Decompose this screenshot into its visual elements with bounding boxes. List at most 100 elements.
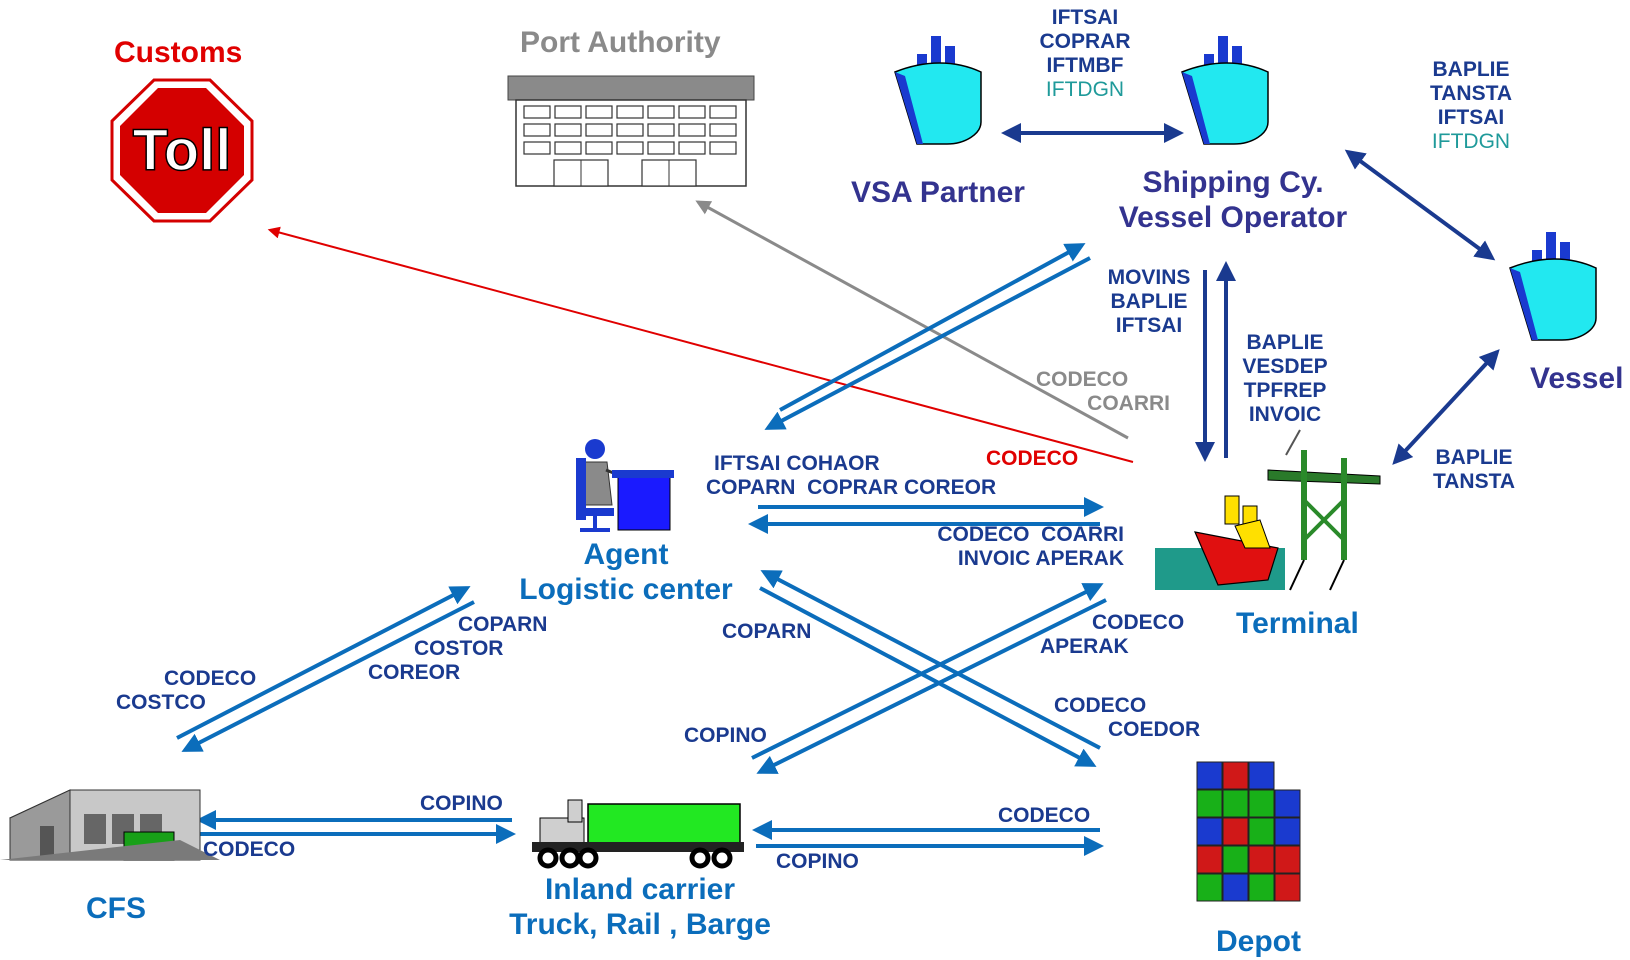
truck-wheel bbox=[559, 847, 581, 869]
msg-agent-to-terminal: IFTSAI COHAOR COPARN COPRAR COREOR bbox=[706, 452, 996, 500]
msg-shipping-vessel: BAPLIE TANSTA IFTSAI IFTDGN bbox=[1416, 58, 1526, 155]
msg-vsa-shipping-0: IFTSAI bbox=[1051, 6, 1119, 29]
arrow-agent-to-depot bbox=[759, 586, 1097, 767]
truck-wheel bbox=[537, 847, 559, 869]
msg-shipping-to-terminal: MOVINS BAPLIE IFTSAI bbox=[1100, 266, 1198, 338]
depot-label: Depot bbox=[1216, 925, 1301, 958]
msg-terminal-to-agent: CODECO COARRI INVOIC APERAK bbox=[900, 523, 1124, 571]
msg-cfs-to-agent: CODECO COSTCO bbox=[116, 667, 256, 715]
msg-cfs-to-agent-0: CODECO bbox=[164, 667, 257, 690]
msg-terminal-port-authority-0: CODECO bbox=[1036, 368, 1129, 391]
depot-container bbox=[1196, 817, 1223, 846]
cfs-warehouse-icon bbox=[0, 789, 220, 861]
msg-terminal-to-shipping-0: BAPLIE bbox=[1246, 331, 1324, 354]
vsa-ship-icon bbox=[894, 36, 982, 145]
building-window bbox=[647, 105, 675, 119]
inland-carrier-label: Inland carrier Truck, Rail , Barge bbox=[480, 873, 800, 942]
depot-container bbox=[1222, 761, 1249, 790]
msg-terminal-customs: CODECO bbox=[986, 447, 1079, 470]
msg-shipping-to-terminal-1: BAPLIE bbox=[1110, 290, 1188, 314]
building-window bbox=[585, 141, 613, 155]
port-authority-building-icon bbox=[507, 75, 755, 187]
depot-container bbox=[1248, 761, 1275, 790]
building-window bbox=[709, 141, 737, 155]
building-window bbox=[678, 123, 706, 137]
shipping-company-line1: Shipping Cy. bbox=[1142, 166, 1324, 199]
depot-container bbox=[1248, 817, 1275, 846]
shipping-company-line2: Vessel Operator bbox=[1118, 200, 1348, 234]
vessel-label: Vessel bbox=[1530, 362, 1624, 395]
msg-terminal-vessel-1: TANSTA bbox=[1432, 470, 1516, 494]
arrow-shipping-vessel bbox=[1344, 149, 1496, 261]
msg-inland-to-cfs: COPINO bbox=[420, 792, 503, 815]
truck-wheel bbox=[711, 847, 733, 869]
agent-line1: Agent bbox=[583, 538, 669, 571]
depot-container bbox=[1196, 789, 1223, 818]
arrow-depot-to-agent bbox=[760, 570, 1101, 750]
cfs-label: CFS bbox=[86, 892, 146, 925]
depot-container bbox=[1274, 817, 1301, 846]
msg-inland-to-depot: COPINO bbox=[776, 850, 859, 873]
msg-agent-to-cfs: COPARN COSTOR COREOR bbox=[368, 613, 547, 685]
arrow-cfs-to-agent bbox=[176, 586, 471, 740]
msg-terminal-to-shipping-2: TPFREP bbox=[1243, 379, 1327, 403]
building-window bbox=[616, 123, 644, 137]
msg-agent-to-cfs-2: COREOR bbox=[368, 661, 461, 685]
building-window bbox=[523, 123, 551, 137]
msg-terminal-vessel: BAPLIE TANSTA bbox=[1424, 446, 1524, 494]
msg-terminal-to-agent-1: INVOIC APERAK bbox=[957, 547, 1124, 571]
building-window bbox=[647, 141, 675, 155]
msg-terminal-to-inland: CODECO APERAK bbox=[1040, 611, 1184, 659]
msg-vsa-shipping-2: IFTMBF bbox=[1046, 54, 1124, 78]
depot-container bbox=[1274, 789, 1301, 818]
msg-cfs-to-inland: CODECO bbox=[203, 838, 296, 861]
msg-depot-to-agent-0: CODECO bbox=[1054, 694, 1147, 717]
truck-wheel bbox=[689, 847, 711, 869]
vessel-ship-icon bbox=[1509, 232, 1597, 341]
msg-depot-to-agent: CODECO COEDOR bbox=[1054, 694, 1200, 742]
building-window bbox=[554, 123, 582, 137]
msg-terminal-vessel-0: BAPLIE bbox=[1435, 446, 1513, 469]
port-authority-label: Port Authority bbox=[520, 26, 721, 59]
msg-terminal-port-authority-1: COARRI bbox=[1087, 392, 1170, 416]
depot-container bbox=[1196, 761, 1223, 790]
toll-sign-icon bbox=[110, 78, 254, 223]
building-window bbox=[709, 105, 737, 119]
msg-terminal-port-authority: CODECO COARRI bbox=[1010, 368, 1170, 416]
vsa-partner-label: VSA Partner bbox=[851, 176, 1025, 209]
depot-container bbox=[1248, 873, 1275, 902]
agent-line2: Logistic center bbox=[519, 572, 733, 606]
msg-shipping-vessel-1: TANSTA bbox=[1429, 82, 1513, 106]
msg-depot-to-agent-1: COEDOR bbox=[1108, 718, 1201, 742]
msg-depot-to-inland: CODECO bbox=[998, 804, 1091, 827]
msg-terminal-to-shipping: BAPLIE VESDEP TPFREP INVOIC bbox=[1234, 331, 1336, 428]
inland-line2: Truck, Rail , Barge bbox=[509, 907, 771, 941]
customs-label: Customs bbox=[114, 36, 243, 69]
agent-logistic-label: Agent Logistic center bbox=[506, 538, 746, 607]
msg-agent-to-terminal-1: COPARN COPRAR COREOR bbox=[706, 476, 997, 500]
depot-container bbox=[1196, 845, 1223, 874]
depot-container bbox=[1274, 873, 1301, 902]
depot-containers-icon bbox=[1196, 761, 1301, 902]
building-window bbox=[709, 123, 737, 137]
msg-vsa-shipping-1: COPRAR bbox=[1039, 30, 1131, 54]
building-window bbox=[616, 141, 644, 155]
building-window bbox=[523, 105, 551, 119]
depot-container bbox=[1248, 789, 1275, 818]
depot-container bbox=[1222, 845, 1249, 874]
arrow-terminal-to-port-authority bbox=[695, 200, 1129, 440]
msg-terminal-to-shipping-3: INVOIC bbox=[1248, 403, 1322, 427]
arrow-agent-to-cfs bbox=[181, 600, 475, 752]
depot-container bbox=[1196, 873, 1223, 902]
msg-agent-to-cfs-0: COPARN bbox=[458, 613, 548, 636]
msg-terminal-to-inland-0: CODECO bbox=[1092, 611, 1185, 634]
arrow-inland-to-terminal bbox=[751, 583, 1104, 760]
arrow-terminal-to-customs bbox=[267, 226, 1134, 463]
msg-vsa-shipping: IFTSAI COPRAR IFTMBF IFTDGN bbox=[1030, 6, 1140, 103]
building-window bbox=[678, 105, 706, 119]
truck-wheel bbox=[577, 847, 599, 869]
msg-terminal-to-agent-0: CODECO COARRI bbox=[937, 523, 1124, 546]
arrow-shipping-to-agent bbox=[764, 256, 1091, 430]
terminal-label: Terminal bbox=[1236, 607, 1359, 640]
